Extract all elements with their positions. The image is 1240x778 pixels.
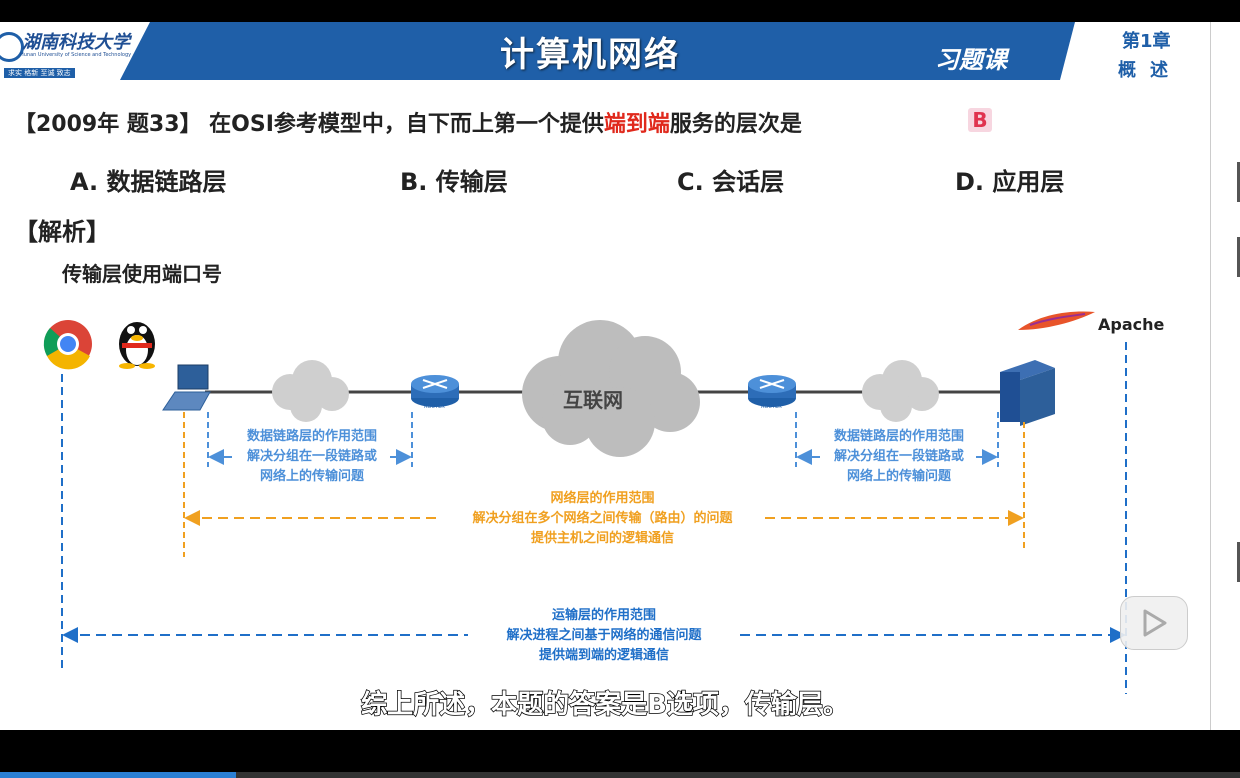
datalink-right-line: 数据链路层的作用范围 [833,429,964,444]
university-logo: 湖南科技大学 Hunan University of Science and T… [0,22,150,80]
datalink-left-line: 解决分组在一段链路或 [246,449,377,464]
video-progress-bar[interactable] [0,772,1240,778]
play-icon [1143,609,1167,637]
analysis-heading: 【解析】 [14,218,110,246]
network-layers-diagram [43,311,1127,694]
right-router-icon [748,375,796,407]
right-router-label: ROUTER [761,404,782,410]
university-motto: 求实 格新 至诚 致志 [4,68,75,78]
internet-cloud-label: 互联网 [563,388,623,412]
side-marker [1237,542,1240,582]
network-line: 解决分组在多个网络之间传输（路由）的问题 [472,511,733,526]
bottom-black-bar [0,730,1240,778]
right-network-cloud [862,360,939,422]
transport-line: 提供端到端的逻辑通信 [538,648,669,663]
network-layer-label: 网络层的作用范围 解决分组在多个网络之间传输（路由）的问题 提供主机之间的逻辑通… [440,489,765,549]
datalink-right-line: 解决分组在一段链路或 [833,449,964,464]
course-title: 计算机网络 [500,35,680,75]
option-a: A. 数据链路层 [70,168,227,196]
option-d: D. 应用层 [955,168,1065,196]
slide: 湖南科技大学 Hunan University of Science and T… [0,22,1210,730]
chrome-browser-icon [43,320,92,370]
option-c: C. 会话层 [677,168,785,196]
option-b: B. 传输层 [400,168,508,196]
internet-cloud [522,320,700,457]
chapter-name: 概述 [1118,60,1182,81]
left-network-cloud [272,360,349,422]
apache-feather-icon [1018,311,1095,330]
apache-label: Apache [1098,315,1165,334]
side-marker [1237,162,1240,202]
video-subtitle: 综上所述，本题的答案是B选项，传输层。 [360,689,849,721]
transport-line: 解决进程之间基于网络的通信问题 [506,628,702,643]
university-emblem-icon [0,32,24,62]
question-suffix: 服务的层次是 [669,112,802,137]
answer-badge: B [968,108,992,132]
top-black-bar [0,0,1240,22]
question-text: 【2009年 题33】 在OSI参考模型中，自下而上第一个提供端到端服务的层次是 [14,106,802,138]
datalink-right-line: 网络上的传输问题 [846,469,951,484]
datalink-left-line: 网络上的传输问题 [259,469,364,484]
qq-penguin-icon [119,322,155,369]
transport-layer-label: 运输层的作用范围 解决进程之间基于网络的通信问题 提供端到端的逻辑通信 [468,606,740,666]
university-name: 湖南科技大学 [22,32,130,53]
laptop-icon [162,364,211,411]
datalink-right-label: 数据链路层的作用范围 解决分组在一段链路或 网络上的传输问题 [819,427,979,487]
chapter-number: 第1章 [1122,31,1171,52]
question-highlight: 端到端 [603,112,670,137]
side-marker [1237,237,1240,277]
lesson-type-badge: 习题课 [935,46,1007,74]
video-progress-fill [0,772,236,778]
transport-line: 运输层的作用范围 [551,608,656,623]
server-icon [1000,360,1055,426]
slide-header: 湖南科技大学 Hunan University of Science and T… [0,22,1210,81]
datalink-left-line: 数据链路层的作用范围 [246,429,377,444]
chapter-box [1060,22,1210,80]
left-router-label: ROUTER [424,404,445,410]
network-line: 网络层的作用范围 [550,491,655,506]
question-prefix: 【2009年 题33】 在OSI参考模型中，自下而上第一个提供 [14,112,604,137]
university-english-name: Hunan University of Science and Technolo… [20,52,132,58]
left-router-icon [411,375,459,407]
network-line: 提供主机之间的逻辑通信 [530,531,674,546]
datalink-left-label: 数据链路层的作用范围 解决分组在一段链路或 网络上的传输问题 [232,427,392,487]
right-side-panel [1210,22,1240,730]
analysis-subheading: 传输层使用端口号 [62,262,222,286]
play-button[interactable] [1120,596,1188,650]
